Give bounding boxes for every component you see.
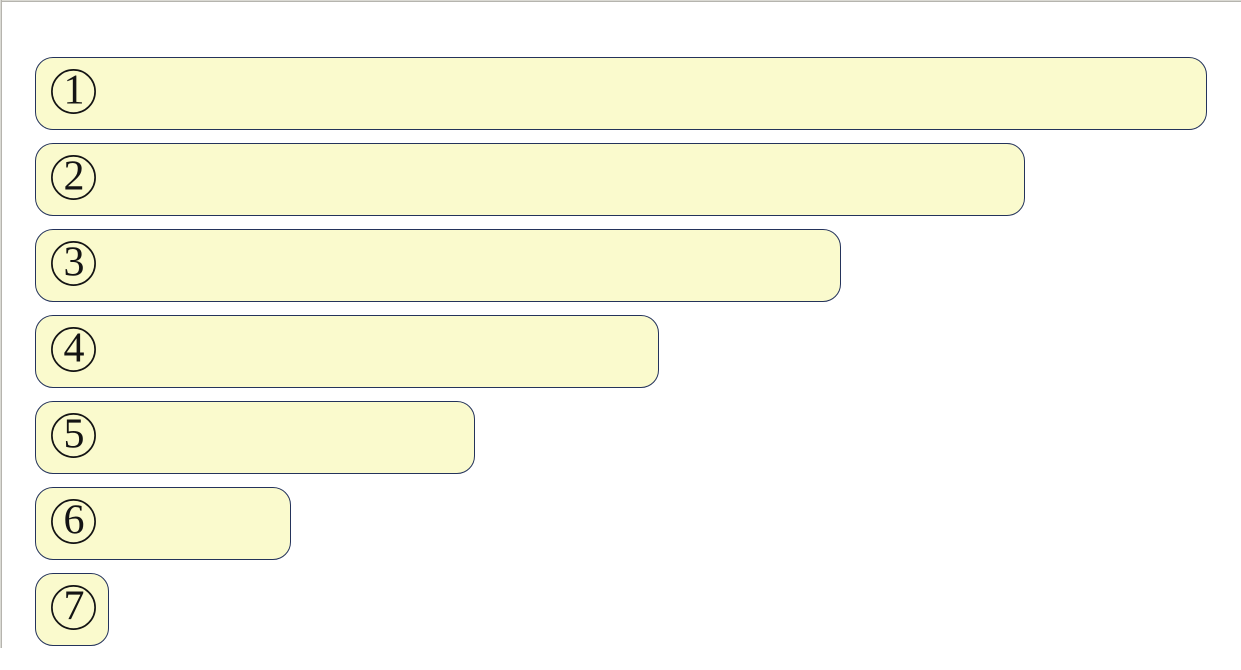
number-circle-outline bbox=[51, 155, 96, 200]
circled-number-icon: 2 bbox=[51, 155, 96, 200]
bar-number: 6 bbox=[63, 496, 84, 543]
number-circle-outline bbox=[51, 327, 96, 372]
circled-number-icon: 1 bbox=[51, 69, 96, 114]
bar-item-4: 4 bbox=[35, 315, 659, 388]
bar-item-2: 2 bbox=[35, 143, 1025, 216]
bar-number: 7 bbox=[63, 582, 84, 629]
circled-number-icon: 4 bbox=[51, 327, 96, 372]
number-circle-outline bbox=[51, 499, 96, 544]
number-circle-outline bbox=[51, 585, 96, 630]
circled-number-icon: 6 bbox=[51, 499, 96, 544]
number-circle-outline bbox=[51, 69, 96, 114]
window-edge-top bbox=[0, 0, 1241, 2]
bar-item-1: 1 bbox=[35, 57, 1207, 130]
bar-number: 2 bbox=[63, 152, 84, 199]
circled-number-icon: 3 bbox=[51, 241, 96, 286]
number-circle-outline bbox=[51, 241, 96, 286]
circled-number-icon: 7 bbox=[51, 585, 96, 630]
bar-number: 5 bbox=[63, 410, 84, 457]
bar-number: 4 bbox=[63, 324, 84, 371]
bar-item-7: 7 bbox=[35, 573, 109, 646]
bar-item-6: 6 bbox=[35, 487, 291, 560]
bar-item-5: 5 bbox=[35, 401, 475, 474]
bar-number: 3 bbox=[63, 238, 84, 285]
bar-number: 1 bbox=[63, 66, 84, 113]
number-circle-outline bbox=[51, 413, 96, 458]
bar-item-3: 3 bbox=[35, 229, 841, 302]
circled-number-icon: 5 bbox=[51, 413, 96, 458]
window-edge-left bbox=[0, 0, 2, 648]
